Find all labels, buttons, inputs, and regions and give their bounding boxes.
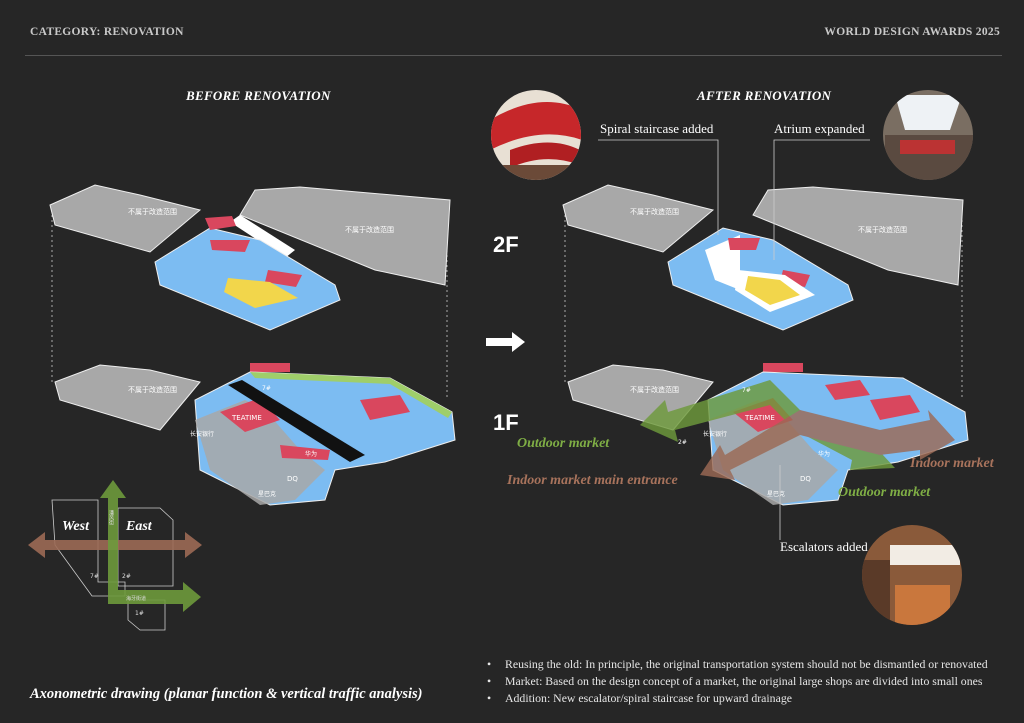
header-divider: [25, 55, 1002, 56]
transition-arrow-icon: [486, 332, 525, 352]
note-item: Market: Based on the design concept of a…: [487, 673, 988, 690]
note-text: Addition: New escalator/spiral staircase…: [505, 691, 792, 705]
note-item: Reusing the old: In principle, the origi…: [487, 656, 988, 673]
bldg-label: 2#: [678, 439, 687, 446]
after-title: AFTER RENOVATION: [697, 88, 832, 103]
scope-label: 不属于改造范围: [630, 207, 679, 216]
flow-indoor-market-entrance: Indoor market main entrance: [507, 473, 678, 488]
scope-label: 不属于改造范围: [345, 225, 394, 234]
flow-outdoor-market-east: Outdoor market: [838, 485, 931, 500]
bldg-label: 2#: [122, 573, 131, 580]
bldg-label: 1#: [135, 610, 144, 617]
shop-label: 华为: [818, 450, 830, 458]
key-map: [28, 480, 202, 631]
scope-label: 不属于改造范围: [128, 385, 177, 394]
note-item: Addition: New escalator/spiral staircase…: [487, 690, 988, 707]
shop-label: 长安银行: [190, 430, 214, 438]
shop-label: DQ: [800, 475, 811, 483]
note-text: Market: Based on the design concept of a…: [505, 674, 983, 688]
scope-label: 不属于改造范围: [858, 225, 907, 234]
spiral-staircase-photo: [491, 90, 581, 180]
callout-atrium: Atrium expanded: [774, 121, 865, 136]
award-label: WORLD DESIGN AWARDS 2025: [824, 26, 1000, 38]
floor-1f-label: 1F: [493, 410, 519, 435]
bldg-label: 7#: [262, 385, 271, 392]
callout-escalators: Escalators added: [780, 539, 868, 554]
escalators-photo: [862, 525, 962, 625]
note-text: Reusing the old: In principle, the origi…: [505, 657, 988, 671]
street-label: 海牙街道: [126, 595, 146, 602]
before-2f-plan: 不属于改造范围 不属于改造范围: [49, 184, 451, 331]
callout-spiral-staircase: Spiral staircase added: [600, 121, 714, 136]
flow-arrows: [640, 380, 955, 480]
scope-label: 不属于改造范围: [128, 207, 177, 216]
drawing-caption: Axonometric drawing (planar function & v…: [30, 686, 423, 702]
callout-leaders: [598, 139, 870, 540]
scope-label: 不属于改造范围: [630, 385, 679, 394]
design-notes: Reusing the old: In principle, the origi…: [487, 656, 988, 707]
shop-label: TEATIME: [231, 414, 262, 422]
shop-label: 星巴克: [767, 490, 785, 498]
before-1f-plan: TEATIME 长安银行 华为 DQ 星巴克 7# 不属于改造范围: [54, 363, 456, 506]
east-label: East: [125, 519, 153, 534]
shop-label: 华为: [305, 450, 317, 458]
flow-indoor-market-east: Indoor market: [910, 456, 994, 471]
after-2f-plan: [562, 184, 964, 331]
shop-label: 长安银行: [703, 430, 727, 438]
shop-label: DQ: [287, 475, 298, 483]
atrium-photo: [883, 90, 973, 180]
category-label: CATEGORY: RENOVATION: [30, 26, 184, 38]
shop-label: 星巴克: [258, 490, 276, 498]
bldg-label: 7#: [742, 387, 751, 394]
flow-outdoor-market-west: Outdoor market: [517, 436, 610, 451]
before-title: BEFORE RENOVATION: [186, 88, 331, 103]
west-label: West: [62, 519, 90, 534]
bldg-label: 7#: [90, 573, 99, 580]
shop-label: TEATIME: [744, 414, 775, 422]
street-label: 潘风街: [108, 509, 114, 526]
floor-2f-label: 2F: [493, 232, 519, 257]
